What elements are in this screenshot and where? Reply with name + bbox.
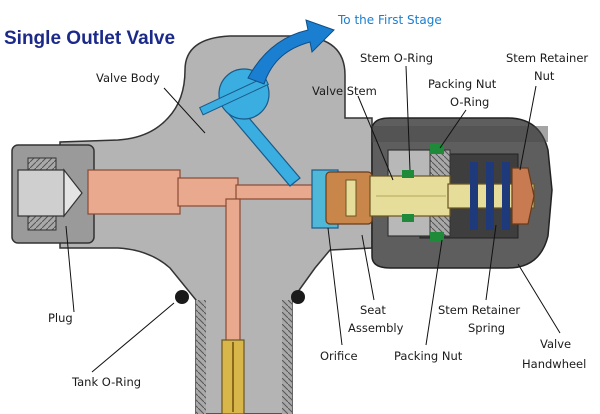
stem-retainer-nut [511, 167, 535, 225]
label-stem-oring: Stem O-Ring [360, 51, 433, 65]
valve-body [59, 35, 373, 414]
label-valve-stem: Valve Stem [312, 84, 377, 98]
label-valve-handwheel-2: Handwheel [522, 357, 586, 371]
label-stem-retainer-spring-2: Spring [468, 321, 505, 335]
stem-oring [402, 170, 414, 178]
stem-retainer-spring [470, 162, 510, 230]
label-stem-retainer-spring: Stem Retainer [438, 303, 520, 317]
label-tank-oring: Tank O-Ring [71, 375, 141, 389]
label-valve-body: Valve Body [96, 71, 160, 85]
label-valve-handwheel: Valve [540, 337, 571, 351]
tank-oring-left [175, 290, 189, 304]
leader-lines [65, 65, 561, 373]
tank-oring-right [291, 290, 305, 304]
label-plug: Plug [48, 311, 73, 325]
packing-nut-oring [430, 144, 444, 154]
label-packing-nut-oring: Packing Nut [428, 77, 497, 91]
flow-label: To the First Stage [337, 13, 442, 27]
label-orifice: Orifice [320, 349, 358, 363]
diagram-title: Single Outlet Valve [4, 28, 175, 49]
label-packing-nut-oring-2: O-Ring [450, 95, 489, 109]
label-stem-retainer-nut: Stem Retainer [506, 51, 588, 65]
label-seat-assembly: Seat [360, 303, 386, 317]
label-stem-retainer-nut-2: Nut [534, 69, 555, 83]
flow-arrow [247, 19, 335, 85]
label-packing-nut: Packing Nut [394, 349, 463, 363]
label-seat-assembly-2: Assembly [348, 321, 404, 335]
